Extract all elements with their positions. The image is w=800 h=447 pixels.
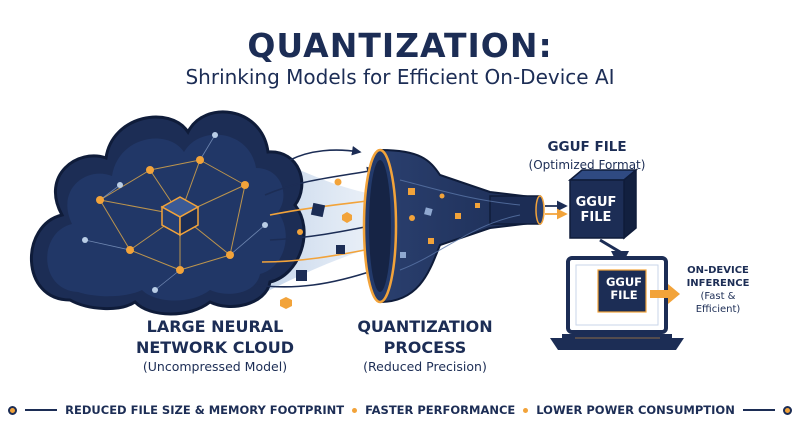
footer-left-line	[25, 409, 58, 411]
gguf-label: GGUF FILE (Optimized Format)	[512, 138, 662, 174]
device-title-line2: INFERENCE	[686, 278, 750, 289]
cloud-title-line1: LARGE NEURAL	[146, 317, 284, 336]
gguf-file-on-device-icon	[597, 269, 647, 313]
neural-network-cloud-icon	[29, 110, 306, 316]
gguf-file-text: GGUF FILE	[567, 195, 625, 225]
quantization-funnel-icon	[362, 148, 545, 304]
footer-right-line	[742, 409, 775, 411]
cloud-caption: (Uncompressed Model)	[142, 359, 288, 374]
core-cube-icon	[160, 196, 200, 237]
funnel-title-line1: QUANTIZATION	[357, 317, 493, 336]
gguf-file-text-line2: FILE	[580, 210, 612, 225]
device-caption-line2: Efficient)	[695, 304, 741, 315]
footer-right-dot-icon	[782, 405, 792, 415]
gguf-file-text-line1: GGUF	[575, 195, 617, 210]
benefits-footer: REDUCED FILE SIZE & MEMORY FOOTPRINT FAS…	[0, 398, 800, 422]
cloud-label: LARGE NEURAL NETWORK CLOUD (Uncompressed…	[95, 316, 335, 376]
device-label: ON-DEVICE INFERENCE (Fast & Efficient)	[670, 264, 766, 316]
benefit-separator-dot-icon	[352, 407, 358, 413]
cloud-title-line2: NETWORK CLOUD	[135, 338, 294, 357]
device-file-text-line1: GGUF	[605, 275, 643, 289]
funnel-caption: (Reduced Precision)	[363, 359, 487, 374]
page-subtitle: Shrinking Models for Efficient On-Device…	[185, 65, 615, 89]
device-caption-line1: (Fast &	[700, 291, 736, 302]
gguf-title: GGUF FILE	[547, 139, 627, 155]
device-file-text-line2: FILE	[610, 288, 638, 302]
data-cube-icon	[296, 202, 345, 281]
footer-left-dot-icon	[8, 405, 18, 415]
device-title-line1: ON-DEVICE	[687, 265, 749, 276]
gguf-caption: (Optimized Format)	[528, 158, 646, 172]
gguf-file-icon	[567, 168, 639, 240]
device-file-text: GGUF FILE	[598, 276, 650, 302]
benefit-separator-dot-icon	[523, 407, 529, 413]
funnel-label: QUANTIZATION PROCESS (Reduced Precision)	[330, 316, 520, 376]
benefit-3: LOWER POWER CONSUMPTION	[536, 403, 735, 417]
page-title: QUANTIZATION:	[247, 26, 553, 65]
funnel-title-line2: PROCESS	[383, 338, 467, 357]
output-arrow-icon	[650, 284, 680, 304]
benefit-1: REDUCED FILE SIZE & MEMORY FOOTPRINT	[65, 403, 345, 417]
benefit-2: FASTER PERFORMANCE	[365, 403, 516, 417]
